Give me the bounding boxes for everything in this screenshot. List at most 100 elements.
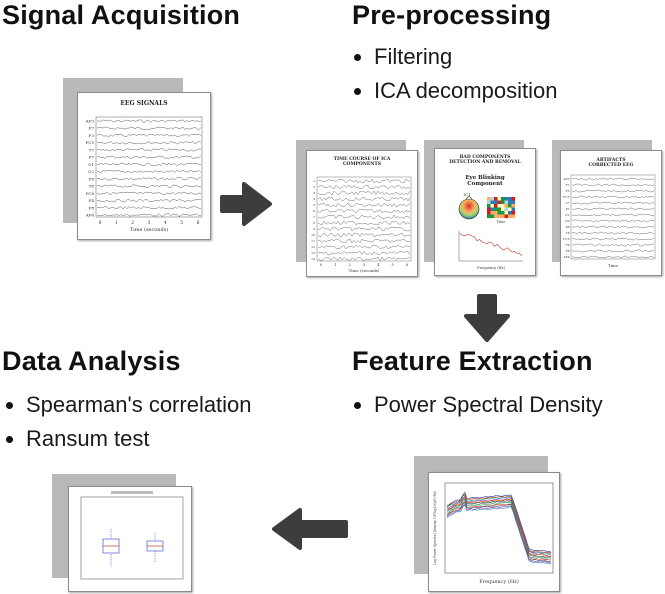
ic-label: IC1 (463, 192, 470, 197)
ica-component-label: 12 (311, 245, 315, 249)
spectrogram-cell (501, 214, 505, 219)
eeg-trace (96, 169, 202, 174)
eeg-x-tick: 3 (148, 220, 151, 226)
spectrogram-cell (511, 207, 516, 212)
ica-trace (317, 245, 411, 250)
ica-component-label: 4 (313, 197, 315, 201)
spectrogram-cell (508, 204, 512, 208)
spectrogram-cell (494, 207, 498, 212)
art-trace (571, 219, 655, 223)
psd-x-label: Frequency (Hz) (479, 578, 519, 585)
art-trace (571, 201, 655, 205)
spectrogram-cell (497, 197, 502, 201)
eeg-x-label: Time (seconds) (130, 226, 168, 233)
ica-component-label: 7 (313, 215, 315, 219)
feature-extraction-title: Feature Extraction (352, 346, 593, 376)
eeg-trace (96, 155, 202, 159)
eeg-trace (96, 133, 202, 137)
arrow-left (270, 506, 350, 552)
arrow-right (220, 180, 274, 228)
art-channel-label: FC6 (563, 237, 569, 241)
spectrogram-cell (490, 200, 495, 205)
spectrogram-cell (490, 211, 495, 215)
art-channel-label: F7 (566, 183, 570, 187)
psd-series-line (446, 491, 552, 553)
art-channel-label: O2 (565, 219, 569, 223)
art-x-label: Time (608, 263, 619, 268)
art-trace (572, 255, 655, 259)
psd-series-line (446, 499, 552, 561)
boxplot-card (68, 486, 192, 592)
ica-x-label: Time (seconds) (349, 268, 380, 273)
spectrogram-cell (511, 200, 516, 205)
spectrogram-cell (497, 211, 502, 215)
eeg-x-tick: 4 (164, 220, 167, 226)
signal-acquisition-title: Signal Acquisition (2, 0, 241, 30)
ica-trace (317, 256, 411, 262)
psd-y-label: Log Power Spectral Density 10*log10(μV²/… (433, 491, 437, 565)
eeg-trace (97, 119, 202, 123)
psd-plot-frame (444, 482, 554, 574)
ica-component-label: 2 (313, 185, 315, 189)
ica-timecourse-heading: TIME COURSE OF ICA COMPONENTS (333, 157, 391, 168)
ica-trace (317, 214, 411, 220)
art-channel-label: P8 (566, 225, 570, 229)
spectrogram-cell (501, 200, 505, 205)
eeg-channel-label: P7 (89, 155, 95, 160)
ica-x-tick: 1 (334, 263, 336, 267)
ica-component-label: 6 (313, 209, 315, 213)
eye-blinking-subheading: Eye Blinking Component (465, 175, 505, 188)
spectrogram-cell (490, 197, 495, 201)
ica-component-label: 3 (313, 191, 315, 195)
spectrogram-cell (487, 211, 491, 215)
art-plot-frame (570, 174, 656, 260)
eeg-channel-label: FC6 (86, 191, 95, 196)
art-channel-label: AF3 (562, 177, 569, 181)
spectrogram-cell (501, 204, 505, 208)
spectrogram-cell (504, 197, 509, 201)
art-trace (571, 231, 655, 235)
ica-trace (317, 226, 411, 232)
spectrogram-cell (508, 197, 512, 201)
psd-series-line (446, 502, 552, 564)
data-analysis-bullets: Spearman's correlation Ransum test (4, 388, 252, 456)
art-channel-label: F4 (566, 243, 570, 247)
spectrogram-cell (497, 200, 502, 205)
pre-processing-title: Pre-processing (352, 0, 552, 30)
spectrogram-cell (508, 214, 512, 219)
spectrogram-cell (508, 207, 512, 212)
spectrum-line (459, 232, 523, 257)
ica-component-label: 1 (313, 179, 315, 183)
psd-series-line (446, 495, 552, 556)
eeg-plot-frame (95, 116, 203, 218)
spectrogram-cell (494, 204, 498, 208)
art-trace (571, 225, 655, 229)
art-trace (571, 207, 655, 211)
spectrogram-cell (511, 211, 516, 215)
eeg-trace (96, 177, 201, 181)
bullet-ica-decomposition: ICA decomposition (352, 74, 557, 108)
psd-panel: Frequency (Hz) Log Power Spectral Density… (414, 456, 560, 592)
boxplot-frame (80, 496, 184, 580)
ica-component-label: 10 (311, 233, 315, 237)
bullet-spearmans-correlation: Spearman's correlation (4, 388, 252, 422)
spectrogram-cell (511, 214, 516, 219)
ica-trace (317, 251, 411, 256)
boxplot-plot (80, 491, 184, 580)
spectrogram-cell (497, 204, 502, 208)
eeg-x-tick: 5 (180, 220, 183, 226)
eeg-trace (96, 191, 202, 195)
eeg-x-tick: 6 (197, 220, 200, 226)
ica-x-tick: 5 (392, 263, 394, 267)
psd-series-line (446, 501, 552, 563)
ica-x-tick: 6 (406, 263, 408, 267)
bullet-power-spectral-density: Power Spectral Density (352, 388, 603, 422)
